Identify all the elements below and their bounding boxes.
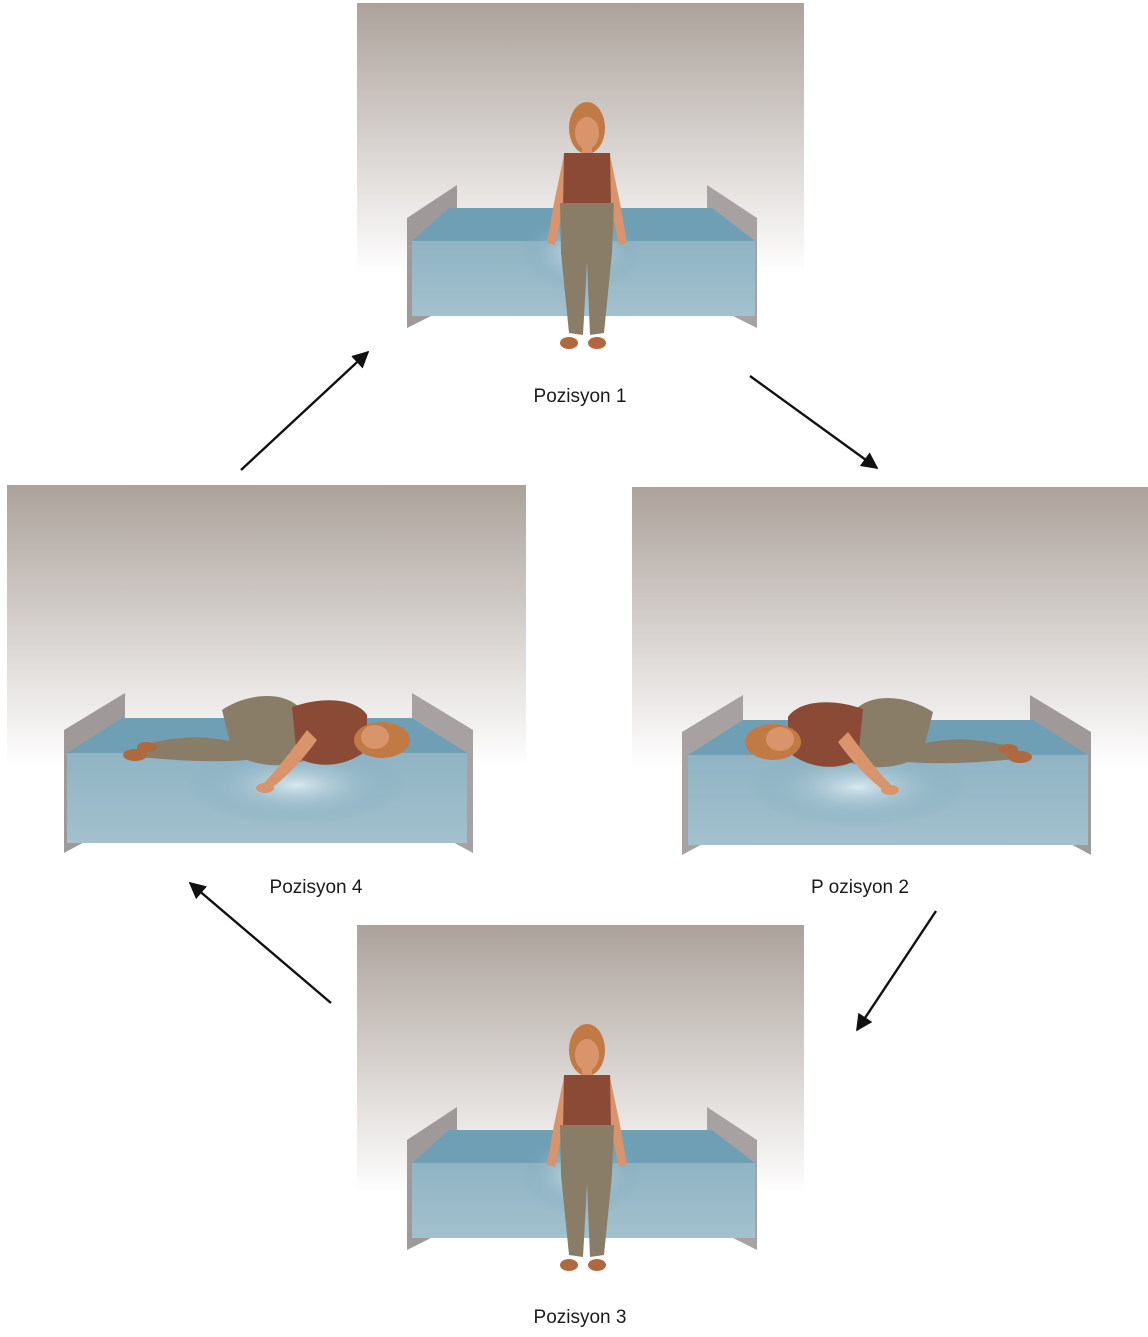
arrow-2-to-3 [857, 911, 936, 1030]
arrow-4-to-1 [241, 352, 368, 470]
arrow-3-to-4 [190, 883, 331, 1003]
arrow-1-to-2 [750, 376, 877, 468]
